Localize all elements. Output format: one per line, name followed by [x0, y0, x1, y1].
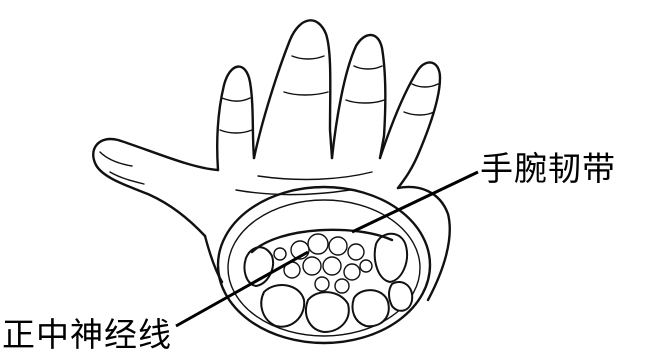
wrist-ligament-label: 手腕韧带	[480, 152, 616, 185]
carpal-bone	[389, 282, 412, 311]
transverse-ligament	[252, 230, 392, 252]
carpal-bone	[306, 292, 349, 332]
carpal-bone	[375, 234, 407, 282]
median-nerve-label: 正中神经线	[2, 318, 172, 351]
carpal-bone	[353, 290, 389, 326]
carpal-bone	[261, 285, 304, 327]
ligament-leader-line	[352, 172, 478, 232]
